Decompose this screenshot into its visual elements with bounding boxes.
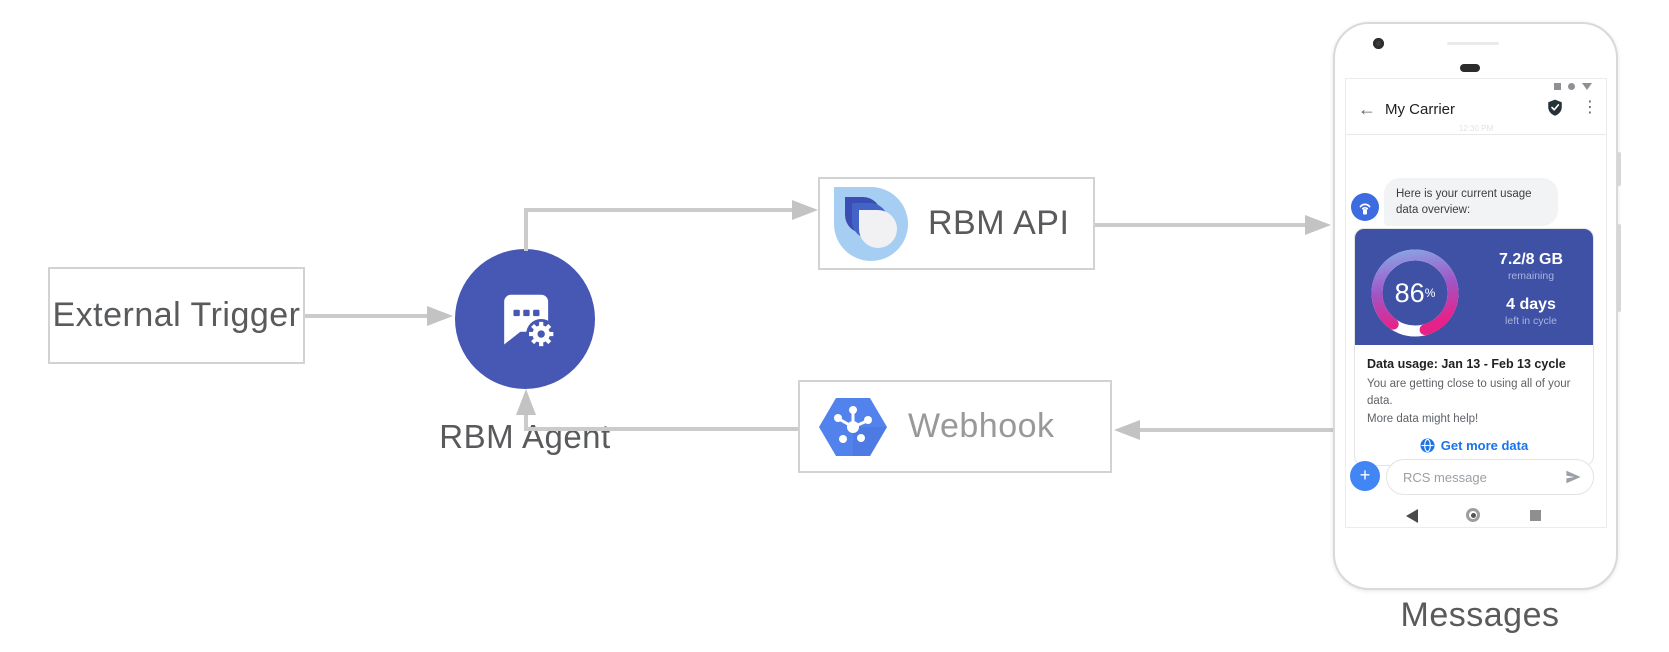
volume-button xyxy=(1617,152,1621,186)
arrowhead-left-icon xyxy=(1114,420,1140,440)
faint-timestamp: 12:30 PM xyxy=(1458,124,1494,133)
bubble-text-line2: data overview: xyxy=(1396,204,1471,217)
arrow-line-webhook-to-agent xyxy=(526,427,798,431)
overflow-menu-icon[interactable]: ⋮ xyxy=(1582,99,1598,116)
agent-message-bubble: Here is your current usage data overview… xyxy=(1384,178,1558,227)
status-square-icon xyxy=(1554,83,1561,90)
external-trigger-box: External Trigger xyxy=(48,267,305,364)
power-button xyxy=(1617,224,1621,312)
data-remaining-label: remaining xyxy=(1507,270,1555,282)
webhook-label: Webhook xyxy=(908,407,1055,445)
attach-plus-button[interactable]: + xyxy=(1350,461,1380,491)
arrow-line-phone-to-webhook xyxy=(1140,428,1333,432)
android-nav-bar xyxy=(1346,507,1606,527)
usage-stats: 7.2/8 GB remaining 4 days left in cycle xyxy=(1473,251,1589,327)
messages-app-screen: ← My Carrier ⋮ 12:30 PM xyxy=(1345,78,1607,528)
usage-gauge-panel: 86% 7.2/8 GB remaining 4 days left in cy… xyxy=(1355,229,1593,345)
arrowhead-right-icon xyxy=(1305,215,1331,235)
rbm-api-label: RBM API xyxy=(928,204,1070,242)
status-dot-icon xyxy=(1568,83,1575,90)
rbm-api-box: RBM API xyxy=(818,177,1095,270)
rbm-agent-node xyxy=(455,249,595,389)
app-bar: ← My Carrier ⋮ xyxy=(1346,93,1606,133)
phone-mockup: ← My Carrier ⋮ 12:30 PM xyxy=(1333,22,1621,590)
verified-badge-icon xyxy=(1546,98,1564,122)
hotspot-icon xyxy=(1359,203,1371,215)
chat-bubble-gear-icon xyxy=(504,294,557,350)
arrow-line-agent-in xyxy=(524,411,528,431)
nav-recents-icon[interactable] xyxy=(1530,510,1541,521)
speaker-seam xyxy=(1447,42,1499,45)
arrow-line-api-to-phone xyxy=(1095,223,1307,227)
divider xyxy=(1346,134,1606,135)
days-left-value: 4 days xyxy=(1506,296,1556,313)
usage-card-body-line1: You are getting close to using all of yo… xyxy=(1367,378,1571,408)
usage-card-title: Data usage: Jan 13 - Feb 13 cycle xyxy=(1367,357,1566,371)
earpiece-speaker xyxy=(1460,64,1480,72)
globe-icon xyxy=(1420,438,1435,453)
days-left-label: left in cycle xyxy=(1505,315,1557,327)
message-input[interactable] xyxy=(1403,469,1564,485)
external-trigger-label: External Trigger xyxy=(52,296,301,334)
rcs-logo-icon xyxy=(832,184,912,264)
webhook-box: Webhook xyxy=(798,380,1112,473)
arrow-line-trigger-to-agent xyxy=(305,314,429,318)
status-bar xyxy=(1554,83,1592,90)
status-signal-icon xyxy=(1582,83,1592,90)
usage-card-body-line2: More data might help! xyxy=(1367,412,1479,425)
send-icon[interactable] xyxy=(1564,469,1583,485)
usage-rich-card: 86% 7.2/8 GB remaining 4 days left in cy… xyxy=(1354,228,1594,466)
arrowhead-right-icon xyxy=(792,200,818,220)
nav-back-icon[interactable] xyxy=(1406,509,1418,523)
arrowhead-up-icon xyxy=(516,389,536,415)
bubble-text-line1: Here is your current usage xyxy=(1396,188,1532,200)
messages-caption: Messages xyxy=(1400,596,1560,634)
arrow-line-agent-up xyxy=(524,210,528,251)
get-more-data-button[interactable]: Get more data xyxy=(1367,438,1581,453)
back-arrow-icon[interactable]: ← xyxy=(1358,99,1376,119)
agent-avatar xyxy=(1351,193,1379,221)
compose-bar xyxy=(1386,459,1594,495)
cloud-hexagon-icon xyxy=(819,397,887,456)
arrowhead-right-icon xyxy=(427,306,453,326)
camera-icon xyxy=(1373,38,1384,49)
gauge-percent: 86% xyxy=(1394,277,1436,308)
get-more-data-label: Get more data xyxy=(1440,437,1529,453)
arrow-line-agent-to-api xyxy=(524,208,792,212)
conversation-title: My Carrier xyxy=(1385,101,1455,118)
data-remaining-value: 7.2/8 GB xyxy=(1498,251,1564,268)
nav-home-icon[interactable] xyxy=(1466,508,1480,522)
usage-donut-gauge xyxy=(1363,241,1467,345)
usage-card-body: Data usage: Jan 13 - Feb 13 cycle You ar… xyxy=(1355,345,1593,465)
